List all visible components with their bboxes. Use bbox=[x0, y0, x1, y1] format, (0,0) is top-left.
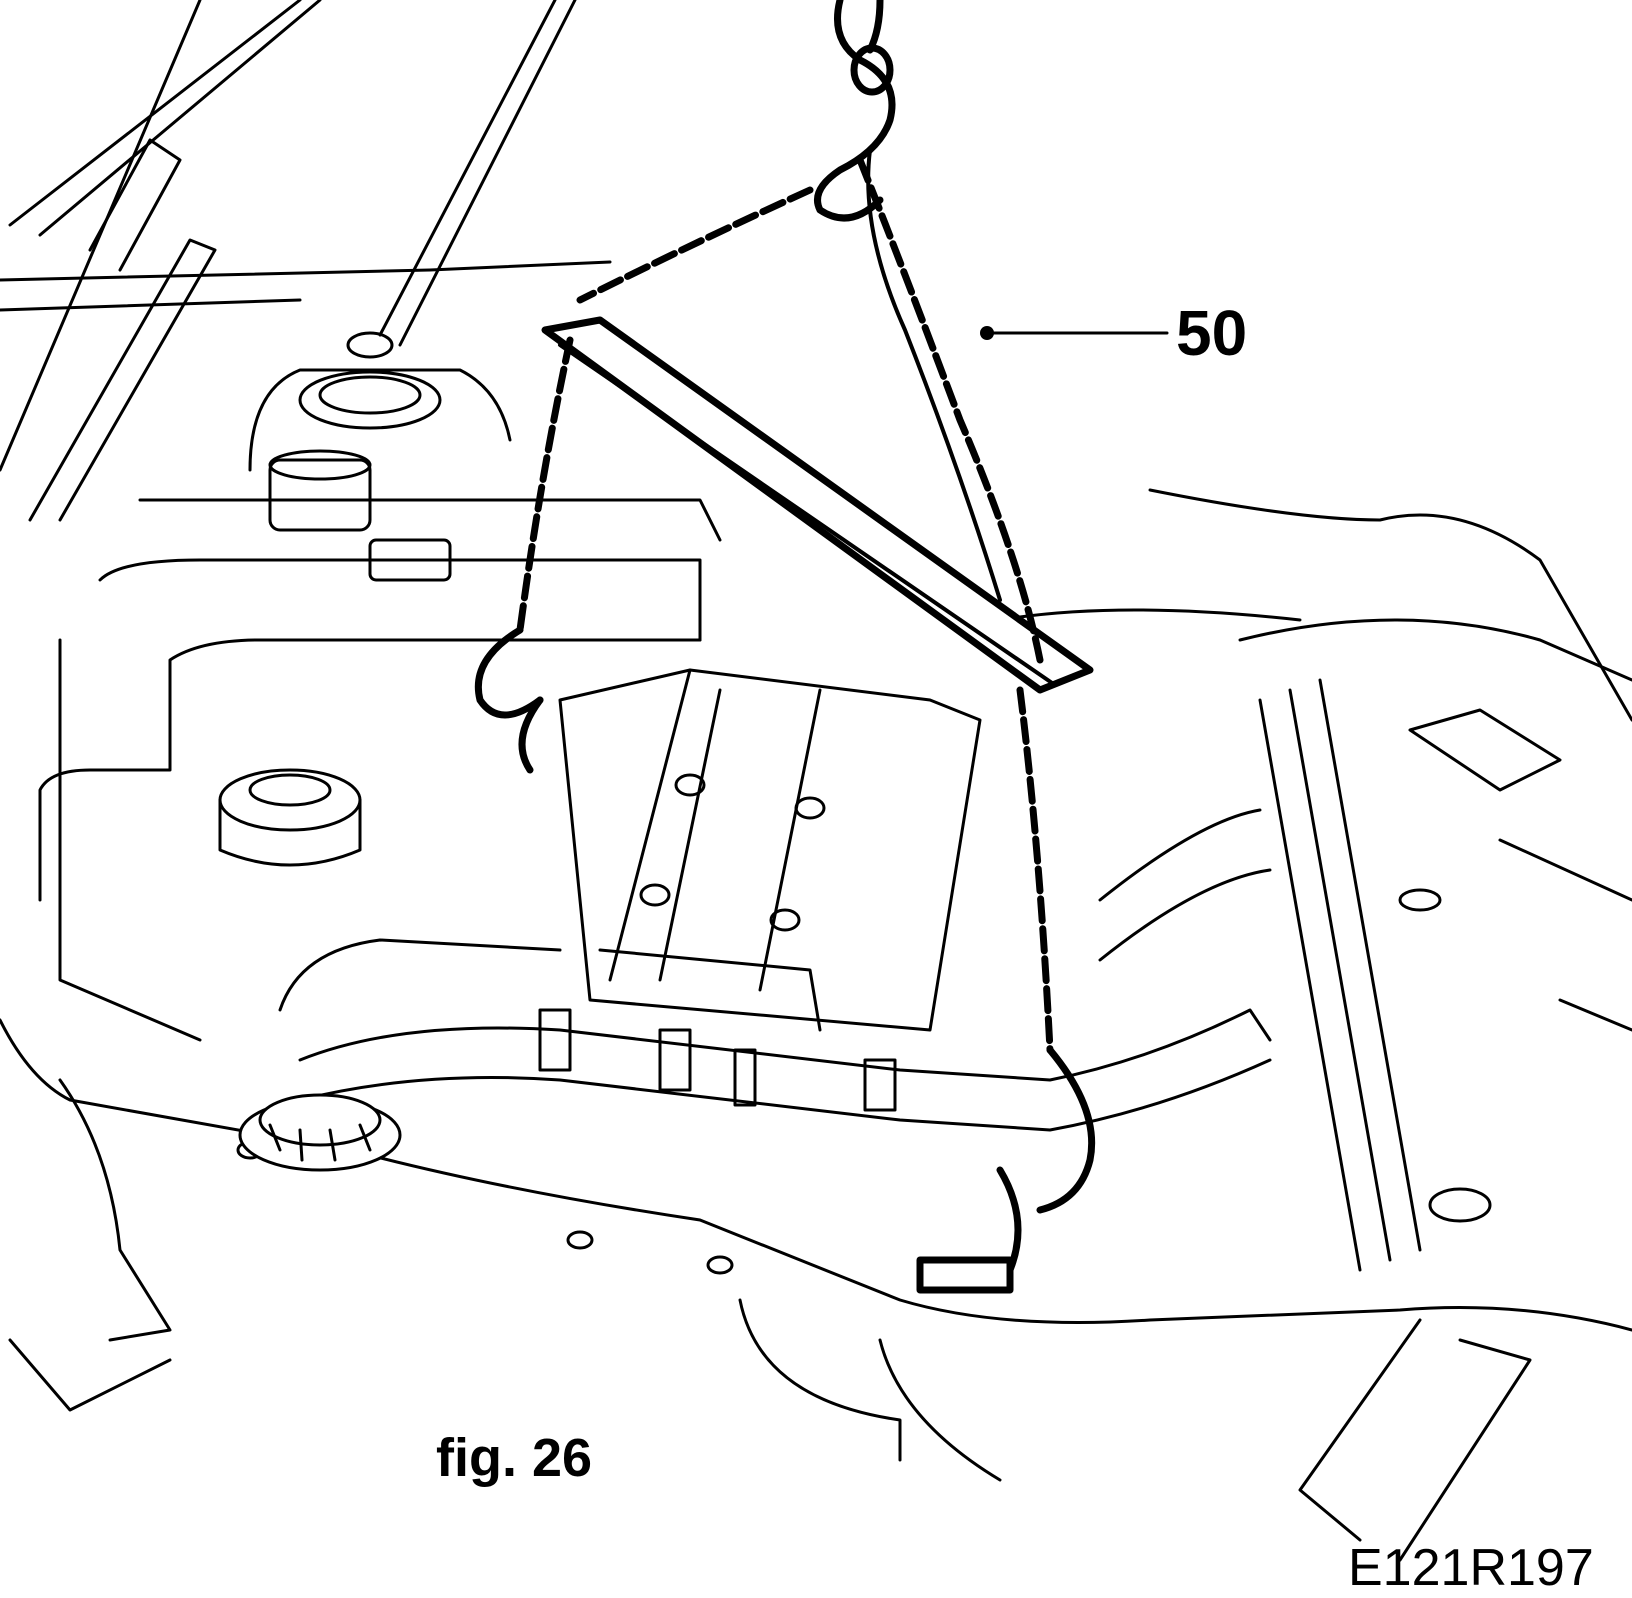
engine-block bbox=[38, 498, 722, 1042]
callout-number: 50 bbox=[1176, 297, 1247, 369]
callout-50: 50 bbox=[980, 297, 1247, 369]
reservoir-cap bbox=[238, 1093, 402, 1172]
engine-hook-right bbox=[916, 1046, 1096, 1294]
right-components bbox=[998, 488, 1632, 1272]
lifting-chains bbox=[516, 148, 1054, 1054]
fuel-rail-hoses bbox=[278, 938, 1272, 1132]
reference-code: E121R197 bbox=[1348, 1539, 1594, 1597]
crane-hook bbox=[814, 0, 896, 222]
hood-struts bbox=[0, 0, 612, 522]
figure-label: fig. 26 bbox=[436, 1428, 592, 1488]
strut-tower bbox=[248, 368, 512, 582]
valve-cover bbox=[558, 668, 982, 1032]
engine-hook-left bbox=[474, 626, 544, 774]
front-panel bbox=[0, 1018, 1632, 1562]
lifting-beam bbox=[541, 316, 1094, 694]
